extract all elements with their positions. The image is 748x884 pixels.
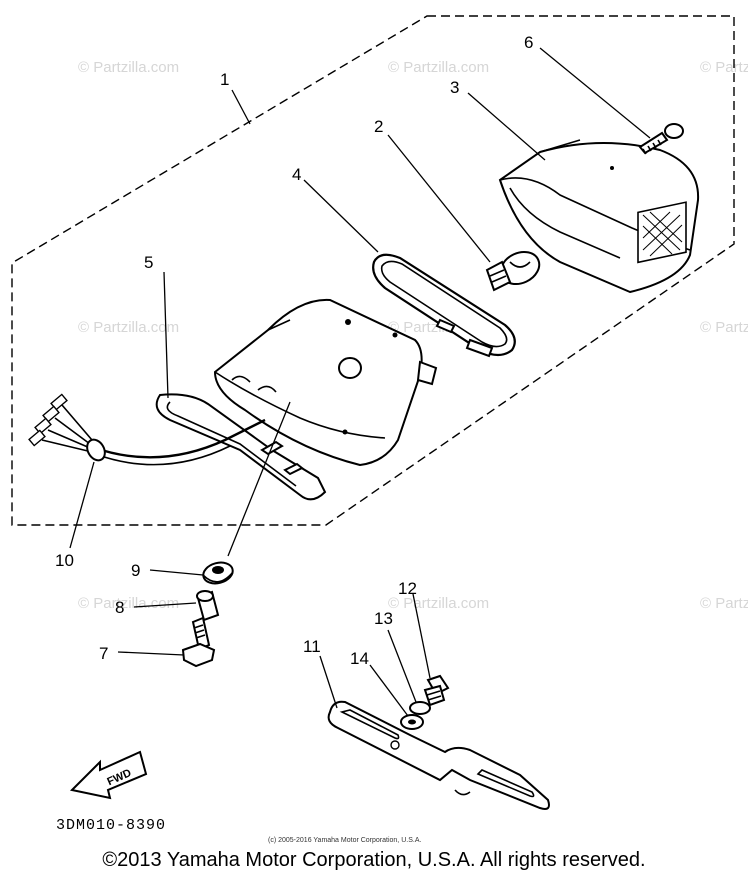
part-washer [400,714,424,730]
watermarks: © Partzilla.com © Partzilla.com © Partzi… [78,59,748,612]
small-copyright: (c) 2005-2016 Yamaha Motor Corporation, … [268,837,421,844]
watermark: © Partzilla.com [388,595,489,612]
callout-1: 1 [220,70,229,89]
part-lock-washer [409,701,431,715]
callout-7: 7 [99,644,108,663]
part-bulb [485,250,541,292]
callout-10: 10 [55,551,74,570]
part-wire-harness [28,393,266,466]
part-collar [196,590,220,622]
footer-copyright: ©2013 Yamaha Motor Corporation, U.S.A. A… [102,849,646,871]
callout-6: 6 [524,33,533,52]
callout-3: 3 [450,78,459,97]
watermark: © Partzilla.com [388,59,489,76]
assembly-boundary [11,15,735,526]
callout-2: 2 [374,117,383,136]
callout-5: 5 [144,253,153,272]
part-gasket [372,253,516,358]
part-base-plate [155,393,327,501]
watermark: © Partzilla.com [78,59,179,76]
watermark: © Partzilla.com [700,59,748,76]
part-bracket [327,700,550,810]
lens-reflector-grid [642,211,683,257]
callout-8: 8 [115,598,124,617]
diagram-code: 3DM010-8390 [56,817,166,834]
leader-lines [69,47,651,717]
callout-12: 12 [398,579,417,598]
watermark: © Partzilla.com [700,319,748,336]
callout-11: 11 [303,637,321,656]
watermark: © Partzilla.com [700,595,748,612]
part-housing [213,298,438,467]
watermark: © Partzilla.com [78,319,179,336]
part-bracket-bolt [423,674,450,707]
wire-connectors [28,393,68,447]
callout-4: 4 [292,165,301,184]
part-screw [638,123,684,155]
callouts: 1 2 3 4 5 6 7 8 9 10 11 12 13 14 [55,33,533,668]
part-bolt [181,616,216,668]
callout-13: 13 [374,609,393,628]
fwd-arrow: FWD [69,750,148,800]
callout-9: 9 [131,561,140,580]
part-grommet [202,561,234,585]
watermark: © Partzilla.com [78,595,179,612]
callout-14: 14 [350,649,369,668]
part-lens [498,139,700,294]
